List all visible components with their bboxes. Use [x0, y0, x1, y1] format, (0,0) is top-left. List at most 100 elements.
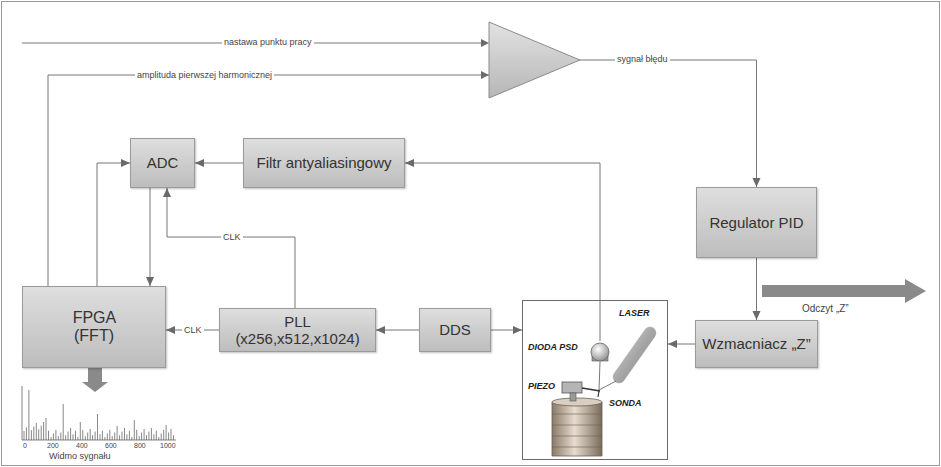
spectrum-spike	[161, 433, 162, 440]
spectrum-spike	[95, 432, 96, 440]
axis-tick-label: 400	[74, 442, 90, 450]
spectrum-spike	[92, 435, 93, 440]
pid-box: Regulator PID	[696, 187, 817, 258]
spectrum-spike	[146, 435, 147, 440]
spectrum-spike	[109, 430, 110, 440]
spectrum-spike	[129, 431, 130, 440]
spectrum-spike	[173, 435, 174, 440]
tube-top	[552, 398, 602, 406]
tube-ring	[552, 447, 602, 448]
spectrum-spike	[163, 430, 164, 440]
spectrum-spike	[136, 430, 137, 440]
spectrum-spike	[107, 433, 108, 440]
signal-connector	[376, 330, 419, 331]
pll-box: PLL (x256,x512,x1024)	[219, 308, 376, 352]
tube-ring	[552, 425, 602, 426]
spectrum-spike	[158, 437, 159, 440]
box-label: Wzmacniacz „Z”	[702, 335, 810, 352]
spectrum-spike	[68, 432, 69, 440]
laser-body	[619, 333, 650, 377]
signal-connector	[491, 330, 522, 331]
input-arrowhead	[481, 71, 489, 79]
spectrum-spike	[117, 426, 118, 440]
afm-illustration	[552, 300, 650, 456]
signal-connector	[405, 163, 600, 300]
spectrum-spike	[73, 434, 74, 440]
chart-axis	[22, 386, 23, 440]
spectrum-spike	[60, 433, 61, 441]
connector-label: CLK	[221, 232, 243, 242]
part-label: DIODA PSD	[528, 343, 578, 353]
spectrum-spike	[151, 428, 152, 440]
spectrum-spike	[24, 431, 25, 440]
spectrum-spike	[153, 434, 154, 440]
piezo-mount	[570, 393, 576, 401]
signal-label: Odczyt „Z”	[800, 303, 851, 315]
box-label: PLL (x256,x512,x1024)	[235, 313, 359, 348]
spectrum-spike	[104, 437, 105, 440]
spectrum-spike	[41, 426, 42, 440]
signal-connector	[150, 188, 151, 286]
signal-connector	[97, 163, 130, 286]
spectrum-spike	[139, 436, 140, 440]
spectrum-spike	[144, 429, 145, 440]
spectrum-thick-arrow	[82, 368, 108, 392]
fpga-box: FPGA (FFT)	[22, 286, 166, 368]
spectrum-spike	[75, 431, 76, 440]
signal-label: sygnał błędu	[615, 54, 670, 64]
spectrum-spike	[122, 432, 123, 440]
tube-rings	[552, 414, 602, 447]
reflected-beam	[599, 362, 600, 390]
scanner-tube	[552, 402, 602, 456]
cantilever	[582, 388, 600, 391]
probe-tip	[598, 391, 599, 397]
chart-caption: Widmo sygnału	[47, 451, 113, 461]
spectrum-spike	[85, 436, 86, 440]
spectrum-spike	[51, 437, 52, 440]
signal-connector	[48, 60, 757, 286]
spectrum-spike	[141, 433, 142, 441]
psd-signal-line	[600, 300, 601, 341]
chart-axis	[22, 440, 176, 441]
spectrum-spike	[80, 422, 81, 440]
spectrum-spike	[28, 390, 29, 440]
spectrum-spike	[38, 429, 39, 440]
spectrum-spike	[112, 436, 113, 440]
part-label: LASER	[619, 309, 650, 319]
spectrum-spike	[90, 429, 91, 440]
signal-label: nastawa punktu pracy	[222, 37, 314, 47]
afm-panel: LASER DIODA PSD PIEZO SONDA	[522, 300, 668, 460]
spectrum-spike	[156, 431, 157, 440]
dds-box: DDS	[419, 308, 491, 352]
spectrum-spike	[119, 435, 120, 440]
connector-label: CLK	[182, 325, 204, 335]
box-label: FPGA (FFT)	[73, 309, 116, 346]
laser-beam	[599, 381, 616, 390]
spectrum-spike	[114, 433, 115, 441]
spectrum-spike	[77, 437, 78, 440]
spectrum-chart	[22, 386, 176, 440]
box-label: Regulator PID	[709, 214, 803, 231]
connector-label: amplituda pierwszej harmonicznej	[135, 70, 274, 80]
spectrum-spike	[166, 425, 167, 440]
piezo-element	[562, 382, 582, 393]
spectrum-spike	[134, 420, 135, 440]
axis-tick-label: 600	[103, 442, 119, 450]
spectrum-spike	[100, 434, 101, 440]
adc-box: ADC	[130, 138, 195, 188]
box-label: DDS	[439, 321, 471, 338]
spectrum-spike	[131, 437, 132, 440]
tube-ring	[552, 436, 602, 437]
axis-tick-label: 800	[132, 442, 148, 450]
spectrum-spike	[48, 431, 49, 440]
part-label: PIEZO	[528, 382, 555, 392]
spectrum-spike	[168, 433, 169, 441]
signal-connector	[195, 163, 243, 164]
box-label: Filtr antyaliasingowy	[256, 154, 391, 171]
spectrum-spike	[63, 404, 64, 440]
spectrum-spike	[36, 423, 37, 440]
part-label: SONDA	[609, 399, 642, 409]
spectrum-spike	[148, 432, 149, 440]
signal-connector	[167, 188, 295, 308]
